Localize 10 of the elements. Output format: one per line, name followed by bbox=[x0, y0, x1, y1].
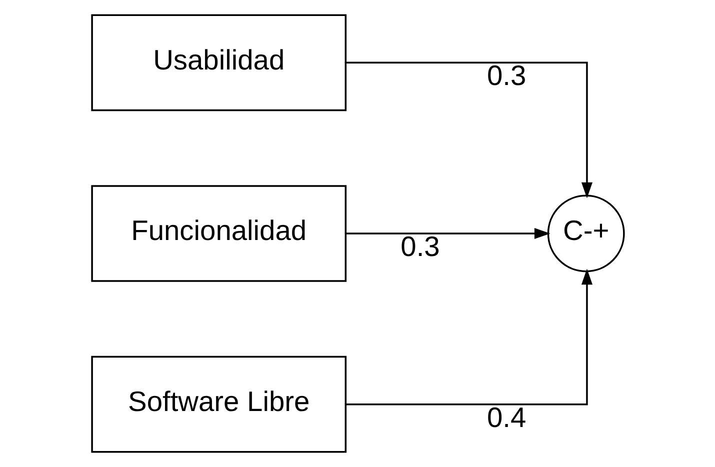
arrow bbox=[345, 228, 550, 240]
node-box: Funcionalidad bbox=[90, 185, 346, 282]
node-circle: C-+ bbox=[546, 194, 624, 272]
node-box: Usabilidad bbox=[90, 14, 346, 112]
edge-label: 0.3 bbox=[486, 59, 526, 92]
arrow bbox=[346, 268, 592, 406]
arrow bbox=[346, 62, 592, 198]
edge-label: 0.3 bbox=[400, 230, 440, 262]
edge-label: 0.4 bbox=[486, 400, 526, 433]
node-box: Software Libre bbox=[90, 356, 346, 453]
